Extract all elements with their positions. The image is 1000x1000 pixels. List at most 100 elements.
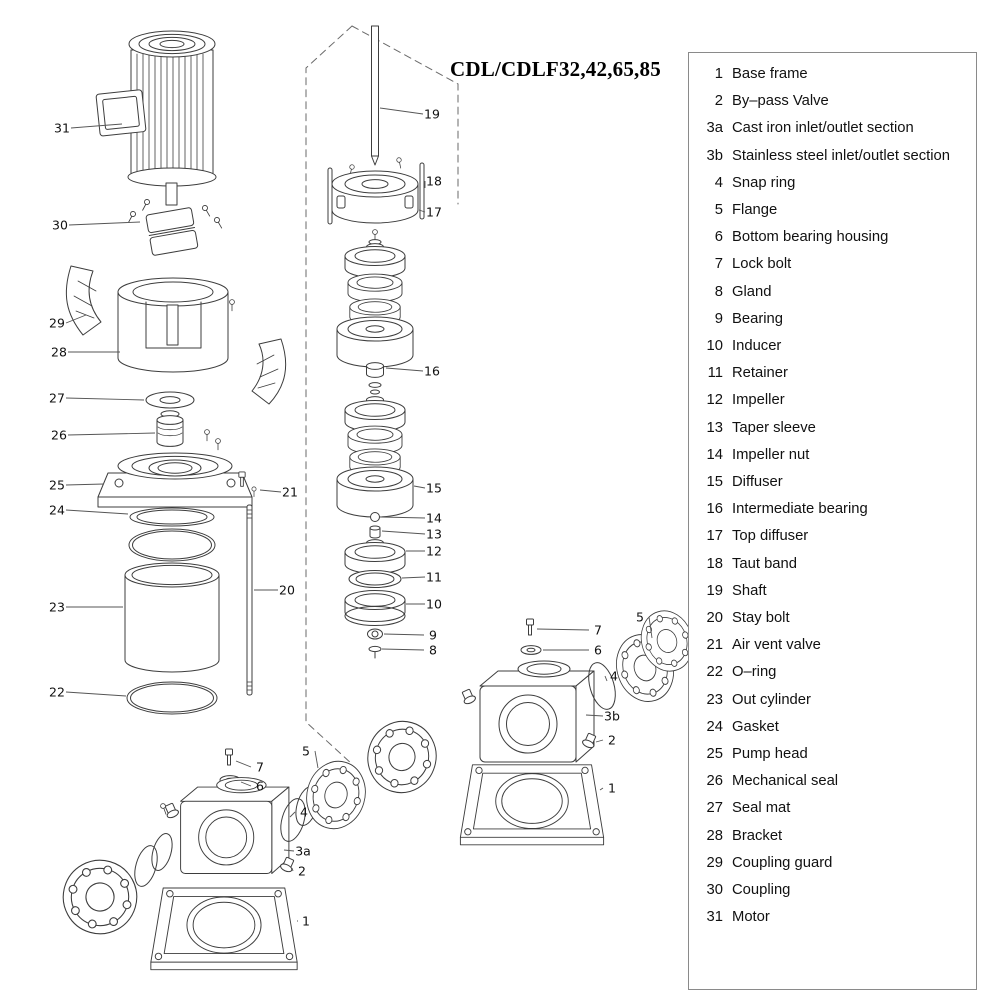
callout-label-22: 22: [49, 685, 65, 700]
part-row: 18 Taut band: [689, 551, 976, 578]
part-row: 7 Lock bolt: [689, 251, 976, 278]
callout-leader-7: [536, 628, 590, 631]
part-row: 13 Taper sleeve: [689, 415, 976, 442]
part-row: 5 Flange: [689, 197, 976, 224]
callout-label-31: 31: [54, 121, 70, 136]
part-number: 22: [706, 664, 723, 681]
callout-label-5: 5: [636, 610, 644, 625]
callout-leader-4: [604, 675, 608, 682]
part-number: 19: [706, 582, 723, 599]
part-number: 6: [714, 229, 723, 246]
part-number: 21: [706, 637, 723, 654]
mechanical-seal-drawing: [156, 410, 221, 451]
o-ring-top-drawing: [128, 528, 216, 562]
bracket-drawing: [117, 277, 235, 373]
callout-label-4: 4: [610, 669, 618, 684]
part-number: 24: [706, 718, 723, 735]
part-number: 4: [714, 174, 723, 191]
part-number: 18: [706, 555, 723, 572]
callout-leader-5: [648, 616, 653, 639]
callout-label-3b: 3b: [604, 709, 620, 724]
out-cylinder-drawing: [124, 562, 220, 673]
callout-leader-31: [70, 123, 123, 129]
part-label: By–pass Valve: [732, 93, 829, 110]
callout-label-29: 29: [49, 316, 65, 331]
part-label: Stainless steel inlet/outlet section: [732, 147, 950, 164]
part-number: 20: [706, 610, 723, 627]
part-number: 17: [706, 528, 723, 545]
stay-bolt-drawing: [246, 504, 253, 696]
part-number: 7: [714, 256, 723, 273]
part-label: Snap ring: [732, 174, 796, 191]
part-label: Bottom bearing housing: [732, 229, 889, 246]
part-number: 15: [706, 474, 723, 491]
part-label: Lock bolt: [732, 256, 792, 273]
callout-leader-2: [595, 739, 604, 743]
part-label: Seal mat: [732, 800, 791, 817]
part-number: 1: [714, 66, 723, 82]
part-number: 14: [706, 446, 723, 463]
part-label: Intermediate bearing: [732, 501, 868, 518]
callout-leader-8: [381, 648, 425, 651]
cast-iron-section-drawing: [54, 712, 446, 971]
part-number: 29: [706, 854, 723, 871]
part-label: Retainer: [732, 365, 788, 382]
part-number: 5: [714, 202, 723, 219]
callout-label-21: 21: [282, 485, 298, 500]
callout-leader-1: [599, 787, 604, 791]
part-label: Coupling: [732, 882, 791, 899]
callout-leader-30: [68, 221, 141, 226]
callout-label-28: 28: [51, 345, 67, 360]
part-label: Gasket: [732, 718, 779, 735]
callout-label-24: 24: [49, 503, 65, 518]
part-label: Bracket: [732, 827, 783, 844]
part-number: 9: [714, 310, 723, 327]
part-label: Stay bolt: [732, 610, 790, 627]
callout-label-7: 7: [594, 623, 602, 638]
o-ring-bottom-drawing: [126, 681, 218, 715]
part-label: Air vent valve: [732, 637, 821, 654]
part-number: 13: [706, 419, 723, 436]
callout-leader-3a: [283, 849, 295, 852]
callout-label-6: 6: [594, 643, 602, 658]
callout-label-9: 9: [429, 628, 437, 643]
callout-leader-13: [381, 530, 426, 535]
part-number: 28: [706, 827, 723, 844]
callout-label-19: 19: [424, 107, 440, 122]
part-label: Base frame: [732, 66, 808, 82]
callout-leader-19: [379, 107, 424, 115]
part-label: Bearing: [732, 310, 784, 327]
part-label: Taper sleeve: [732, 419, 816, 436]
callout-leader-3b: [585, 714, 604, 717]
part-label: Inducer: [732, 338, 782, 355]
part-label: O–ring: [732, 664, 777, 681]
callout-label-1: 1: [302, 914, 310, 929]
shaft-drawing: [347, 25, 404, 176]
callout-leader-4: [289, 811, 296, 818]
callout-leader-14: [380, 516, 426, 519]
part-label: Flange: [732, 202, 778, 219]
callout-leader-21: [259, 489, 282, 493]
part-row: 9 Bearing: [689, 306, 976, 333]
callout-label-26: 26: [51, 428, 67, 443]
part-row: 4 Snap ring: [689, 170, 976, 197]
part-row: 24 Gasket: [689, 714, 976, 741]
part-label: Gland: [732, 283, 772, 300]
part-label: Taut band: [732, 555, 797, 572]
callout-label-14: 14: [426, 511, 442, 526]
part-number: 27: [706, 800, 723, 817]
callout-label-13: 13: [426, 527, 442, 542]
page-title: CDL/CDLF32,42,65,85: [450, 57, 661, 81]
callout-label-17: 17: [426, 205, 442, 220]
callout-leader-24: [65, 509, 129, 515]
